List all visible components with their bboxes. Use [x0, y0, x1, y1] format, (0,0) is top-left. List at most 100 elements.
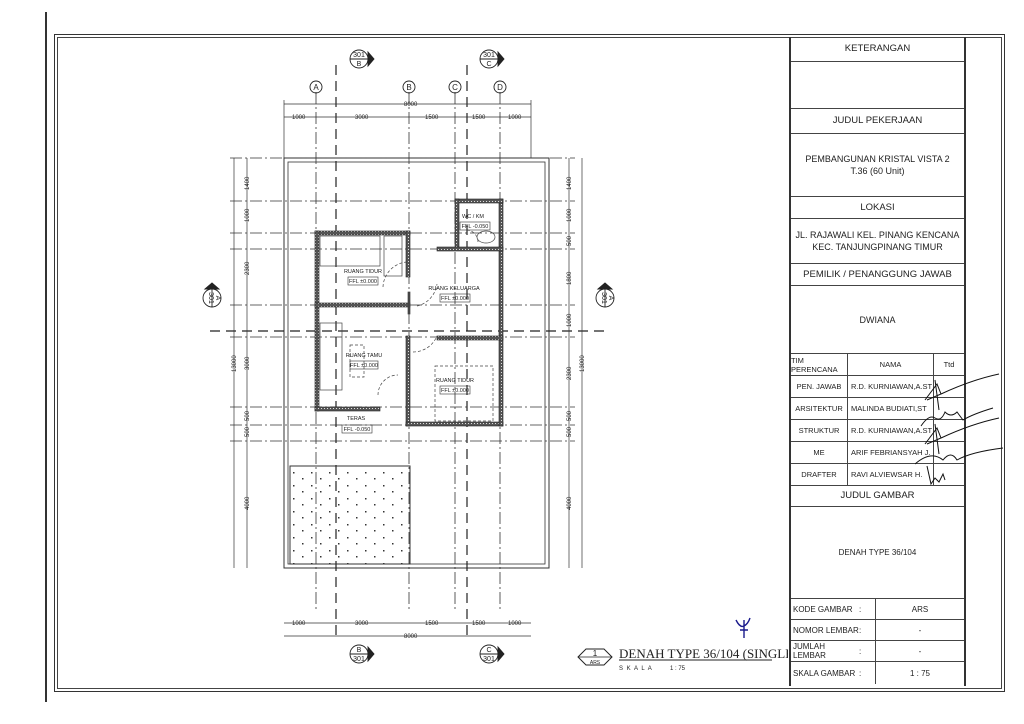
svg-text:A: A — [607, 296, 614, 301]
svg-text:WC / KM: WC / KM — [462, 214, 484, 220]
svg-text:A: A — [214, 296, 221, 301]
svg-text:301: 301 — [353, 52, 365, 59]
svg-text:1: 1 — [593, 649, 598, 658]
section-marker-b-bottom: B 301 — [349, 644, 375, 664]
svg-text:13000: 13000 — [232, 355, 238, 372]
svg-text:FFL ±0.000: FFL ±0.000 — [350, 363, 378, 369]
svg-text:8000: 8000 — [404, 102, 418, 108]
section-cut-lines — [210, 65, 605, 640]
svg-text:FFL ±0.000: FFL ±0.000 — [441, 296, 469, 302]
svg-text:1800: 1800 — [567, 271, 573, 285]
svg-text:1000: 1000 — [292, 115, 306, 121]
svg-text:4000: 4000 — [567, 496, 573, 510]
svg-text:FFL ±0.000: FFL ±0.000 — [349, 279, 377, 285]
svg-text:1 : 75: 1 : 75 — [670, 666, 686, 672]
svg-text:RUANG TIDUR: RUANG TIDUR — [344, 269, 382, 275]
svg-text:3000: 3000 — [355, 115, 369, 121]
lokasi-value: JL. RAJAWALI KEL. PINANG KENCANA KEC. TA… — [791, 219, 964, 264]
left-dimensions: 1400 1000 2300 3000 500 500 4000 13000 — [232, 158, 251, 568]
svg-text:1500: 1500 — [472, 115, 486, 121]
top-dimensions: 8000 1000 3000 1500 1500 1000 — [283, 100, 532, 158]
svg-text:FFL ±0.000: FFL ±0.000 — [441, 388, 469, 394]
svg-text:4000: 4000 — [245, 496, 251, 510]
svg-text:A: A — [313, 83, 319, 92]
judul-pekerjaan-value: PEMBANGUNAN KRISTAL VISTA 2 T.36 (60 Uni… — [791, 134, 964, 197]
svg-text:3000: 3000 — [355, 621, 369, 627]
bottom-dimensions: 1000 3000 1500 1500 1000 8000 — [284, 621, 531, 640]
section-marker-c-bottom: C 301 — [479, 644, 505, 664]
pemilik-header: PEMILIK / PENANGGUNG JAWAB — [791, 264, 964, 286]
svg-text:1000: 1000 — [567, 313, 573, 327]
svg-text:B: B — [357, 647, 362, 654]
svg-text:500: 500 — [567, 410, 573, 421]
judul-pekerjaan-header: JUDUL PEKERJAAN — [791, 109, 964, 134]
svg-text:1000: 1000 — [245, 208, 251, 222]
svg-text:C: C — [452, 83, 458, 92]
lokasi-header: LOKASI — [791, 197, 964, 219]
svg-text:FFL -0.050: FFL -0.050 — [344, 427, 371, 433]
grid-bubbles: A B C D — [309, 80, 507, 94]
svg-text:1500: 1500 — [425, 621, 439, 627]
right-dimensions: 1400 1000 500 1800 1000 2300 500 500 400… — [567, 158, 586, 568]
carport-paving — [289, 465, 411, 565]
svg-text:FFL -0.050: FFL -0.050 — [462, 224, 489, 230]
meta-row-nomor: NOMOR LEMBAR:- — [791, 620, 964, 641]
svg-text:B: B — [406, 83, 411, 92]
furniture — [319, 229, 496, 422]
svg-text:500: 500 — [245, 410, 251, 421]
meta-row-kode: KODE GAMBAR:ARS — [791, 599, 964, 620]
section-marker-a-left: 301 A — [202, 282, 222, 308]
judul-gambar-value: DENAH TYPE 36/104 — [791, 507, 964, 599]
pemilik-value: DWIANA — [791, 286, 964, 354]
judul-gambar-header: JUDUL GAMBAR — [791, 486, 964, 507]
svg-text:2300: 2300 — [567, 366, 573, 380]
drawing-sheet-border — [54, 34, 1005, 692]
team-header-row: TIM PERENCANA NAMA Ttd — [791, 354, 964, 376]
svg-text:301: 301 — [207, 292, 214, 304]
svg-text:1500: 1500 — [425, 115, 439, 121]
svg-text:301: 301 — [353, 656, 365, 663]
scan-edge-line — [45, 12, 47, 702]
meta-row-skala: SKALA GAMBAR:1 : 75 — [791, 662, 964, 684]
svg-text:301: 301 — [600, 292, 607, 304]
svg-text:500: 500 — [567, 426, 573, 437]
svg-text:1400: 1400 — [567, 176, 573, 190]
svg-text:301: 301 — [483, 656, 495, 663]
section-marker-b-top: 301 B — [349, 49, 375, 69]
svg-text:C: C — [486, 647, 491, 654]
svg-text:DENAH TYPE 36/104 (SINGLE): DENAH TYPE 36/104 (SINGLE) — [619, 646, 788, 661]
svg-text:2300: 2300 — [245, 261, 251, 275]
svg-text:1000: 1000 — [508, 115, 522, 121]
svg-text:13000: 13000 — [580, 355, 586, 372]
svg-text:RUANG TAMU: RUANG TAMU — [346, 353, 382, 359]
svg-text:3000: 3000 — [245, 356, 251, 370]
svg-text:500: 500 — [567, 235, 573, 246]
svg-text:RUANG KELUARGA: RUANG KELUARGA — [428, 286, 480, 292]
walls — [314, 198, 504, 427]
title-block: KETERANGAN JUDUL PEKERJAAN PEMBANGUNAN K… — [789, 37, 966, 686]
svg-text:301: 301 — [483, 52, 495, 59]
svg-text:1000: 1000 — [567, 208, 573, 222]
meta-row-jumlah: JUMLAH LEMBAR:- — [791, 641, 964, 662]
section-marker-a-right: 301 A — [595, 282, 615, 308]
svg-text:S K A L A: S K A L A — [619, 666, 653, 672]
svg-text:1000: 1000 — [508, 621, 522, 627]
svg-text:TERAS: TERAS — [347, 416, 366, 422]
svg-text:1400: 1400 — [245, 176, 251, 190]
svg-text:1500: 1500 — [472, 621, 486, 627]
svg-text:ARS: ARS — [590, 660, 601, 666]
svg-text:500: 500 — [245, 426, 251, 437]
keterangan-header: KETERANGAN — [791, 37, 964, 62]
svg-text:RUANG TIDUR: RUANG TIDUR — [436, 378, 474, 384]
svg-text:D: D — [497, 83, 503, 92]
svg-text:B: B — [357, 61, 362, 68]
floor-plan-drawing: WC / KM FFL -0.050 RUANG TIDUR FFL ±0.00… — [58, 37, 798, 687]
keterangan-value — [791, 62, 964, 109]
svg-text:1000: 1000 — [292, 621, 306, 627]
room-labels: WC / KM FFL -0.050 RUANG TIDUR FFL ±0.00… — [341, 214, 491, 434]
